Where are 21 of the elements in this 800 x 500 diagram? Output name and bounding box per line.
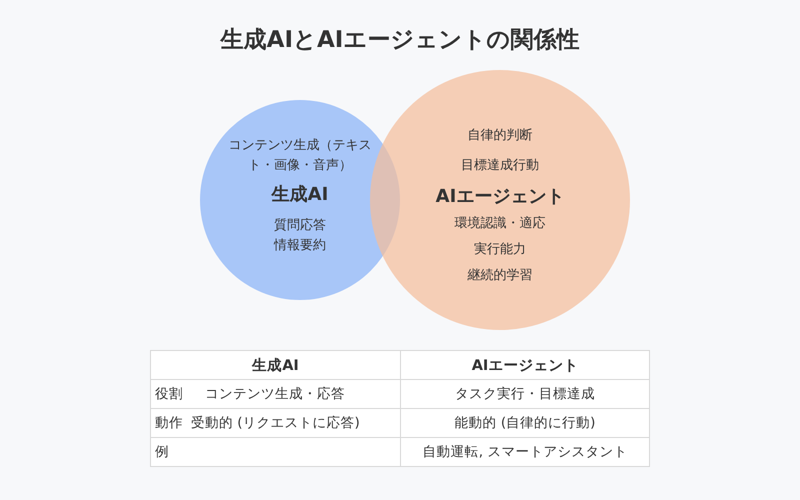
row-label: 例 [155, 444, 169, 460]
diagram-title: 生成AIとAIエージェントの関係性 [219, 26, 580, 55]
cell-text: 受動的 (リクエストに応答) [191, 415, 360, 431]
table-cell: 能動的 (自律的に行動) [400, 408, 650, 438]
feature-text: 環境認識・適応 [454, 215, 546, 232]
feature-text: 質問応答 [274, 217, 326, 234]
feature-text: 継続的学習 [468, 267, 532, 284]
column-header: 生成AI [150, 350, 400, 380]
feature-text: 自律的判断 [468, 127, 532, 144]
feature-text: 実行能力 [474, 241, 526, 258]
feature-text: 情報要約 [274, 237, 326, 254]
circle-heading: AIエージェント [436, 185, 564, 208]
column-header: AIエージェント [400, 350, 650, 380]
row-label: 動作 [155, 415, 183, 431]
circle-heading: 生成AI [272, 183, 328, 206]
table-cell: タスク実行・目標達成 [400, 380, 650, 408]
row-label: 役割 [155, 386, 183, 402]
feature-text: コンテンツ生成（テキスト・画像・音声） [228, 137, 372, 175]
table-cell: 自動運転, スマートアシスタント [400, 438, 650, 466]
feature-text: 目標達成行動 [461, 157, 539, 174]
cell-text: コンテンツ生成・応答 [205, 386, 345, 402]
